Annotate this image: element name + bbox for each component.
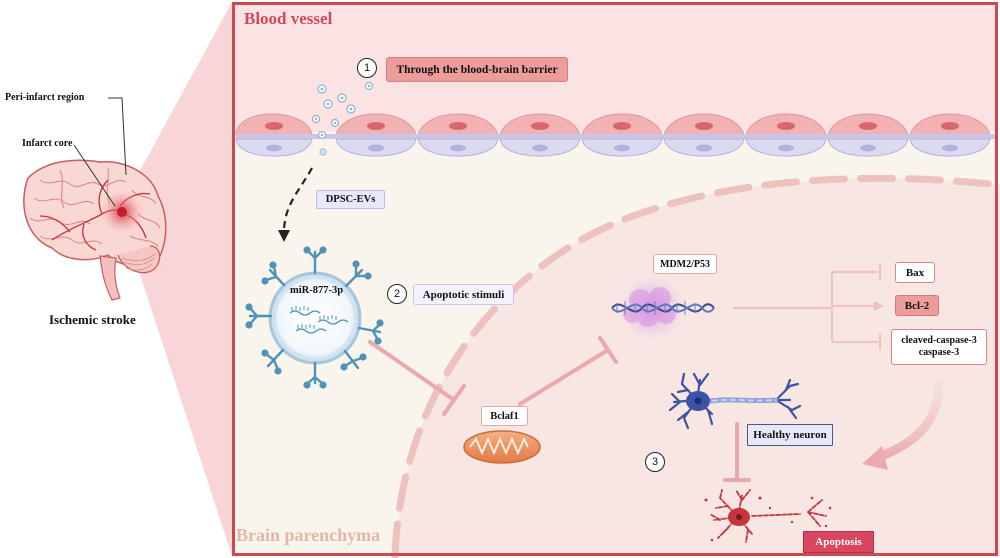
bcl2-label: Bcl-2	[895, 295, 939, 316]
bcl2-arrowhead	[874, 301, 884, 311]
curved-arrow-apoptosis	[870, 379, 943, 463]
cell-membrane-dashed	[391, 174, 1000, 558]
brain-illustration	[23, 159, 167, 301]
regulation-branches	[733, 270, 878, 344]
caspase-3-text: caspase-3	[918, 347, 960, 358]
mdm2-p53-label: MDM2/P53	[653, 254, 717, 274]
infarct-core-pointer	[73, 144, 116, 207]
extracellular-vesicle	[245, 246, 384, 389]
apoptotic-neuron	[704, 489, 832, 543]
bclaf1-label: Bclaf1	[481, 406, 528, 426]
apoptotic-stimuli-label: Apoptotic stimuli	[413, 284, 514, 305]
infarct-core-label: Infarct core	[22, 138, 73, 149]
healthy-neuron	[668, 372, 802, 430]
healthy-neuron-label: Healthy neuron	[747, 424, 833, 446]
inhibition-line-ev	[368, 340, 456, 402]
dashed-entry-arrow	[282, 167, 313, 233]
step-2-marker: 2	[387, 284, 407, 304]
cleaved-caspase-3-text: cleaved-caspase-3	[901, 335, 977, 346]
step-3-marker: 3	[645, 452, 665, 472]
dpsc-evs-label: DPSC-EVs	[316, 190, 385, 209]
mirna-label: miR-877-3p	[290, 285, 344, 296]
apoptosis-label: Apoptosis	[803, 531, 874, 553]
peri-infarct-label: Peri-infarct region	[5, 92, 85, 103]
zoom-wedge	[132, 2, 232, 556]
ischemic-stroke-caption: Ischemic stroke	[49, 312, 136, 327]
blood-vessel-region	[232, 2, 998, 132]
peri-infarct-pointer	[108, 97, 127, 176]
panel-frame	[232, 2, 998, 556]
bax-label: Bax	[895, 262, 935, 283]
mitochondrion	[463, 430, 541, 464]
inhibition-line-bclaf1	[518, 348, 610, 406]
small-vesicles	[311, 81, 374, 156]
dna-helix	[611, 270, 715, 346]
caspase-label: cleaved-caspase-3 caspase-3	[891, 329, 987, 365]
step-1-marker: 1	[357, 58, 377, 78]
endothelial-layer	[235, 113, 996, 157]
step-1-label: Through the blood-brain barrier	[386, 57, 568, 82]
brain-parenchyma-title: Brain parenchyma	[236, 525, 381, 545]
blood-vessel-title: Blood vessel	[244, 9, 333, 28]
